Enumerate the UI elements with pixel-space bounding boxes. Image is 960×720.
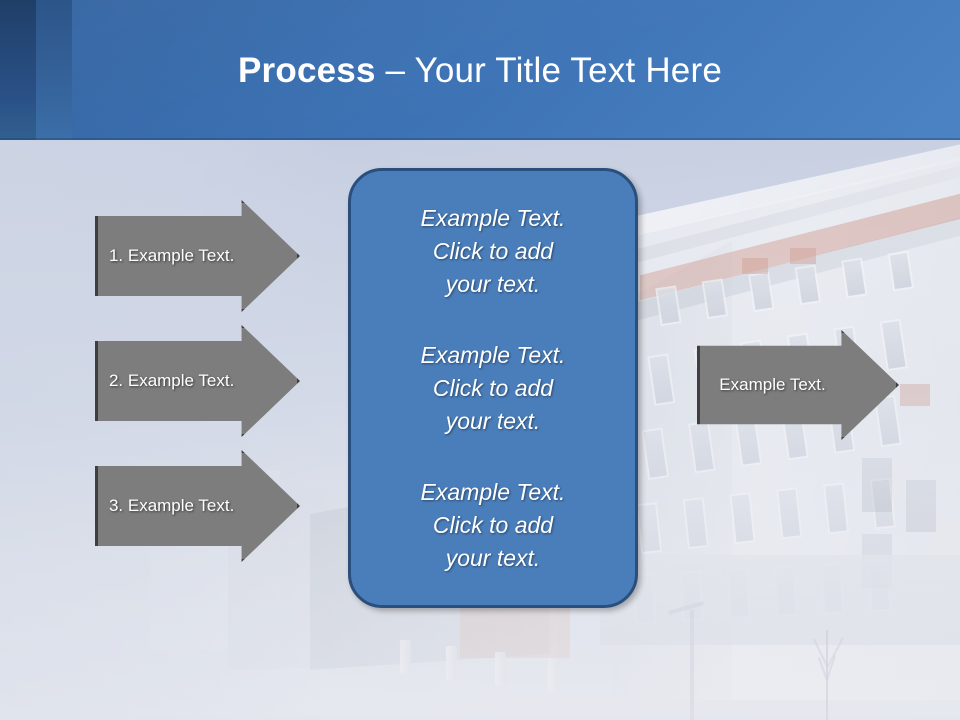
facade-red-accent <box>742 258 768 274</box>
header-underline <box>0 138 960 140</box>
content-block-1[interactable]: Example Text. Click to add your text. <box>420 204 566 297</box>
window <box>825 484 847 533</box>
sidewalk <box>0 715 960 720</box>
input-arrow-2-label: 2. Example Text. <box>108 371 235 390</box>
window <box>796 266 819 303</box>
content-block-2[interactable]: Example Text. Click to add your text. <box>420 341 566 434</box>
content-block-3[interactable]: Example Text. Click to add your text. <box>420 478 566 571</box>
page-title-bold: Process <box>238 51 376 90</box>
input-arrow-3-label: 3. Example Text. <box>108 496 235 515</box>
facade-panel <box>906 480 936 532</box>
facade-red-accent <box>790 248 816 264</box>
input-arrow-1-label: 1. Example Text. <box>108 246 235 265</box>
bollard <box>446 646 457 680</box>
window <box>703 280 726 317</box>
page-title: Process – Your Title Text Here <box>0 50 960 92</box>
output-arrow-label: Example Text. <box>719 375 826 394</box>
facade-panel <box>862 458 892 512</box>
page-title-rest: – Your Title Text Here <box>375 51 722 90</box>
window <box>684 499 707 547</box>
window <box>657 287 680 324</box>
window <box>731 494 754 543</box>
window <box>638 504 660 552</box>
window <box>750 273 773 310</box>
bare-tree-trunk <box>812 630 844 720</box>
bollard <box>495 652 506 686</box>
title-bar: Process – Your Title Text Here <box>0 0 960 140</box>
street-lamp-pole <box>690 610 694 720</box>
bollard <box>548 658 559 692</box>
header-accent-band-mid <box>36 0 72 140</box>
bollard <box>400 640 411 674</box>
facade-red-accent <box>900 384 930 406</box>
process-content-box[interactable]: Example Text. Click to add your text. Ex… <box>348 168 638 608</box>
header-accent-band-dark <box>0 0 36 140</box>
building-ground-floor <box>600 555 960 645</box>
window <box>843 259 866 297</box>
window <box>778 489 801 538</box>
